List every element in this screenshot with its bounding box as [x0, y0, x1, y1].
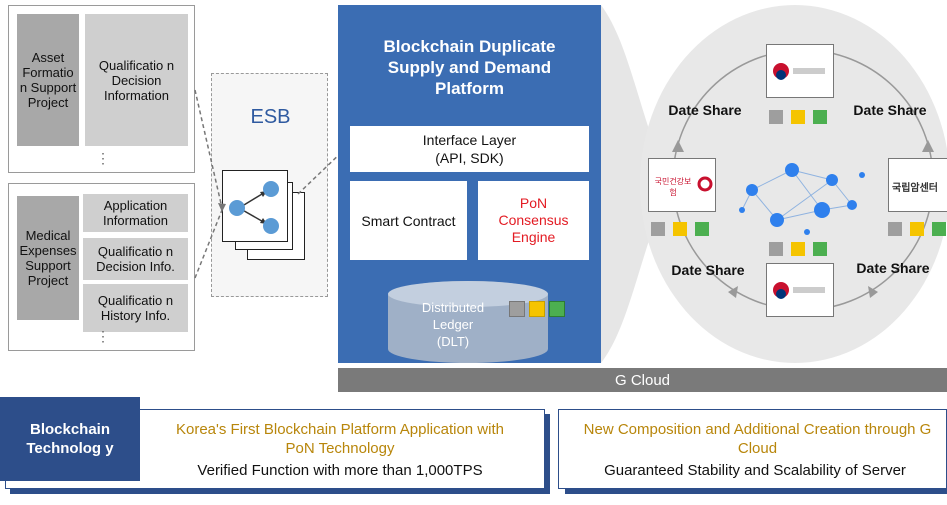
node-network-icon — [229, 181, 279, 234]
feature1-detail: Verified Function with more than 1,000TP… — [197, 462, 483, 479]
node-right-label: 국립암센터 — [892, 182, 938, 194]
emblem-icon — [773, 282, 825, 299]
esb-label: ESB — [250, 105, 291, 128]
org-node-right: 국립암센터 — [888, 158, 947, 212]
feature2-highlight: New Composition and Additional Creation … — [583, 421, 932, 457]
node-left-label: 국민건강보험 — [654, 177, 692, 197]
block-yellow-icon — [673, 222, 687, 236]
qualification-history-info: Qualificatio n History Info. — [83, 284, 188, 332]
platform-title: Blockchain Duplicate Supply and Demand P… — [383, 36, 556, 98]
g-cloud-bar: G Cloud — [338, 368, 947, 392]
feature2-box — [558, 409, 947, 489]
interface-layer: Interface Layer (API, SDK) — [350, 126, 589, 172]
medical-project-label: Medical Expenses Support Project — [17, 196, 79, 320]
qualification-decision-info: Qualificatio n Decision Information — [85, 14, 188, 146]
block-yellow-icon — [529, 301, 545, 317]
asset-project-group: Asset Formatio n Support Project Qualifi… — [8, 5, 195, 173]
nhis-logo-icon — [697, 176, 713, 192]
date-share-label: Date Share — [856, 260, 930, 276]
platform-to-network-arrow — [601, 5, 671, 363]
asset-project-label: Asset Formatio n Support Project — [17, 14, 79, 146]
emblem-icon — [773, 63, 825, 80]
smart-contract: Smart Contract — [350, 181, 467, 260]
block-yellow-icon — [791, 242, 805, 256]
block-gray-icon — [769, 242, 783, 256]
blockchain-tech-tag: Blockchain Technolog y — [0, 397, 140, 481]
blockchain-lock-network-icon — [739, 163, 865, 235]
org-node-top — [766, 44, 834, 98]
esb-box: ESB — [211, 73, 328, 297]
org-node-left: 국민건강보험 — [648, 158, 716, 212]
application-info: Application Information — [83, 194, 188, 232]
block-green-icon — [695, 222, 709, 236]
distributed-ledger-label: Distributed Ledger (DLT) — [421, 299, 485, 349]
date-share-label: Date Share — [671, 262, 745, 278]
feature1-highlight: Korea's First Blockchain Platform Applic… — [175, 421, 504, 457]
block-gray-icon — [769, 110, 783, 124]
org-node-bottom — [766, 263, 834, 317]
block-yellow-icon — [791, 110, 805, 124]
block-gray-icon — [651, 222, 665, 236]
ellipsis-icon: ⋮ — [96, 150, 110, 166]
block-green-icon — [813, 242, 827, 256]
medical-project-group: Medical Expenses Support Project Applica… — [8, 183, 195, 351]
date-share-label: Date Share — [853, 102, 927, 118]
block-yellow-icon — [910, 222, 924, 236]
qualification-decision-info-2: Qualificatio n Decision Info. — [83, 238, 188, 280]
block-gray-icon — [509, 301, 525, 317]
platform-panel: Blockchain Duplicate Supply and Demand P… — [338, 5, 601, 363]
feature2-detail: Guaranteed Stability and Scalability of … — [604, 462, 906, 479]
block-green-icon — [549, 301, 565, 317]
pon-consensus-engine: PoN Consensus Engine — [478, 181, 589, 260]
ellipsis-icon: ⋮ — [96, 328, 110, 344]
block-green-icon — [813, 110, 827, 124]
esb-node-diagram — [222, 170, 288, 242]
block-gray-icon — [888, 222, 902, 236]
block-green-icon — [932, 222, 946, 236]
date-share-label: Date Share — [668, 102, 742, 118]
